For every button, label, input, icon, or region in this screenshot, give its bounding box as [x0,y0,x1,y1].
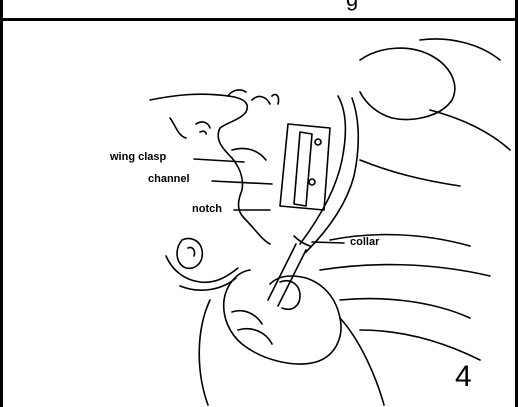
label-collar: collar [350,236,379,248]
patient-mouth [232,148,266,160]
operator-forearm [199,300,384,405]
leader-wing-clasp [194,159,244,162]
bedding-lines [320,235,490,360]
label-channel: channel [148,173,190,185]
airway-channel [294,132,312,206]
laryngoscope-handle [306,98,358,252]
operator-upper-arm [360,48,455,119]
leader-collar [312,242,344,243]
device-pin-top [315,139,321,145]
patient-face [150,94,270,244]
device-pin-mid [309,179,315,185]
laryngoscope-blade [300,96,345,244]
operator-hand [224,270,341,364]
operator-sleeve [360,39,510,186]
operator-fingers [232,311,272,344]
patient-brow [170,118,186,138]
label-wing-clasp: wing clasp [110,151,166,163]
label-notch: notch [192,203,222,215]
patient-ear [177,238,202,268]
airway-device [280,124,330,210]
patient-eye [196,122,210,134]
step-number: 4 [455,360,472,394]
patient-hair [166,256,238,290]
